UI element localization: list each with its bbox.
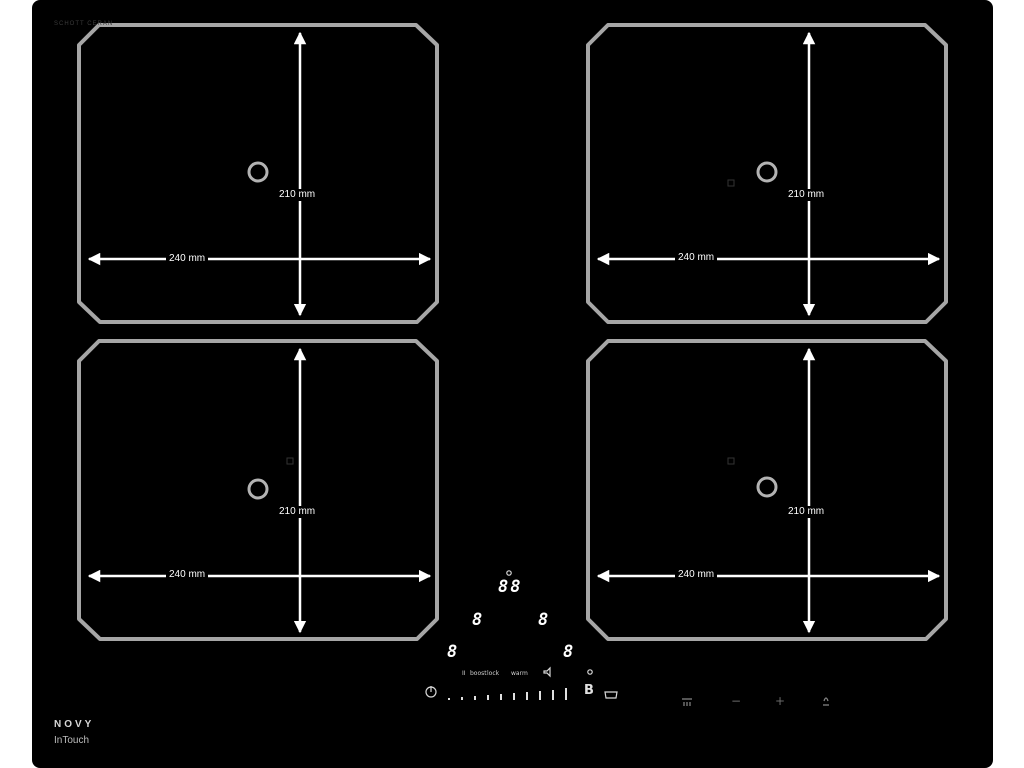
boost-label[interactable]: boost <box>470 670 487 677</box>
depth-label-top-right: 210 mm <box>785 189 828 201</box>
zone-marker-ring <box>247 478 269 500</box>
timer-display: 88 <box>498 577 523 597</box>
depth-label-top-left: 210 mm <box>276 189 319 201</box>
zone-display-rear-right: 8 <box>538 610 549 630</box>
zone-outline-top-right[interactable] <box>586 23 948 324</box>
power-slider[interactable] <box>448 686 574 700</box>
zone-display-rear-left: 8 <box>472 610 483 630</box>
zone-marker-ring <box>756 476 778 498</box>
pot-icon <box>604 691 618 699</box>
hood-light-icon <box>823 697 829 706</box>
glass-brand-mark: SCHOTT CERAN <box>54 21 114 27</box>
keep-warm-icon <box>587 669 593 675</box>
zone-outline-bottom-left[interactable] <box>77 339 439 641</box>
zone-display-front-right: 8 <box>563 642 574 662</box>
depth-label-bottom-right: 210 mm <box>785 506 828 518</box>
pause-button[interactable]: II <box>462 670 466 677</box>
width-label-top-right: 240 mm <box>675 252 718 264</box>
zone-display-front-left: 8 <box>447 642 458 662</box>
width-label-bottom-left: 240 mm <box>166 569 209 581</box>
zone-marker-ring <box>247 161 269 183</box>
hood-fan-icon <box>682 698 692 706</box>
brand-logo: NOVY <box>54 719 95 730</box>
volume-icon <box>543 666 551 678</box>
width-label-top-left: 240 mm <box>166 253 209 265</box>
depth-label-bottom-left: 210 mm <box>276 506 319 518</box>
zone-small-squares <box>286 179 735 465</box>
boost-button[interactable]: B <box>584 683 594 698</box>
hood-plus-button[interactable]: + <box>775 694 786 708</box>
control-panel-icons <box>425 570 829 706</box>
cooking-zone-outlines <box>77 23 948 641</box>
lock-button[interactable]: lock <box>487 670 500 677</box>
zone-outline-top-left[interactable] <box>77 23 439 324</box>
timer-icon <box>506 570 512 576</box>
zone-marker-ring <box>756 161 778 183</box>
product-name: InTouch <box>54 735 90 746</box>
hood-minus-button[interactable]: − <box>731 694 742 708</box>
zone-center-markers <box>247 161 778 500</box>
zone-outline-bottom-right[interactable] <box>586 339 948 641</box>
width-label-bottom-right: 240 mm <box>675 569 718 581</box>
keep-warm-button[interactable]: warm <box>511 670 528 677</box>
dimension-arrows <box>87 31 941 634</box>
